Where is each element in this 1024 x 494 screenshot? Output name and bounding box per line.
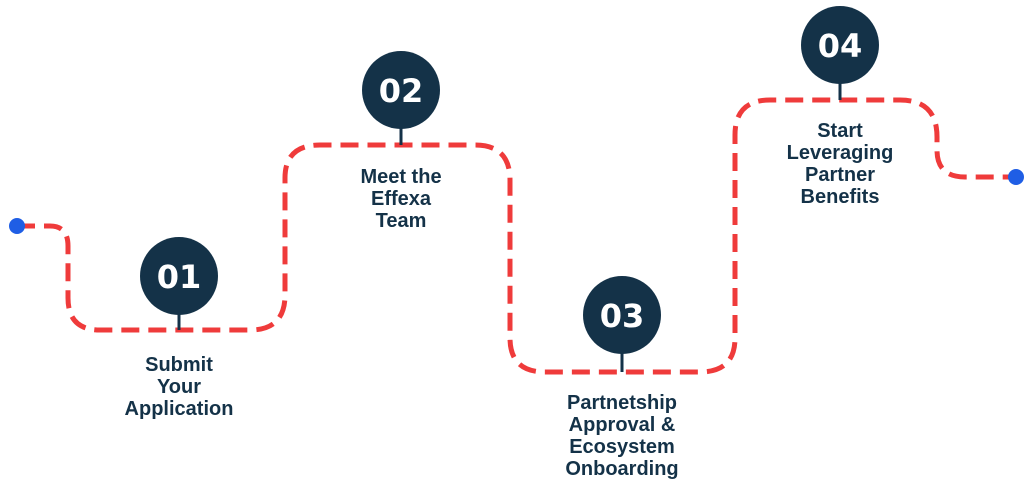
step-02-badge [362,51,440,129]
step-03-badge [583,276,661,354]
step-01-label: Submit Your Application [124,354,234,420]
end-endpoint-dot [1008,169,1024,185]
step-04-badge [801,6,879,84]
dashed-route-path [17,97,1016,375]
step-03-number: 03 [600,297,645,335]
step-03-label: Partnetship Approval & Ecosystem Onboard… [565,392,679,480]
step-04-label: Start Leveraging Partner Benefits [786,120,894,208]
step-02-number: 02 [379,72,424,110]
step-04-number: 04 [818,27,863,65]
step-01-badge [140,237,218,315]
start-endpoint-dot [9,218,25,234]
step-02-label: Meet the Effexa Team [360,166,442,232]
step-01-number: 01 [157,258,202,296]
